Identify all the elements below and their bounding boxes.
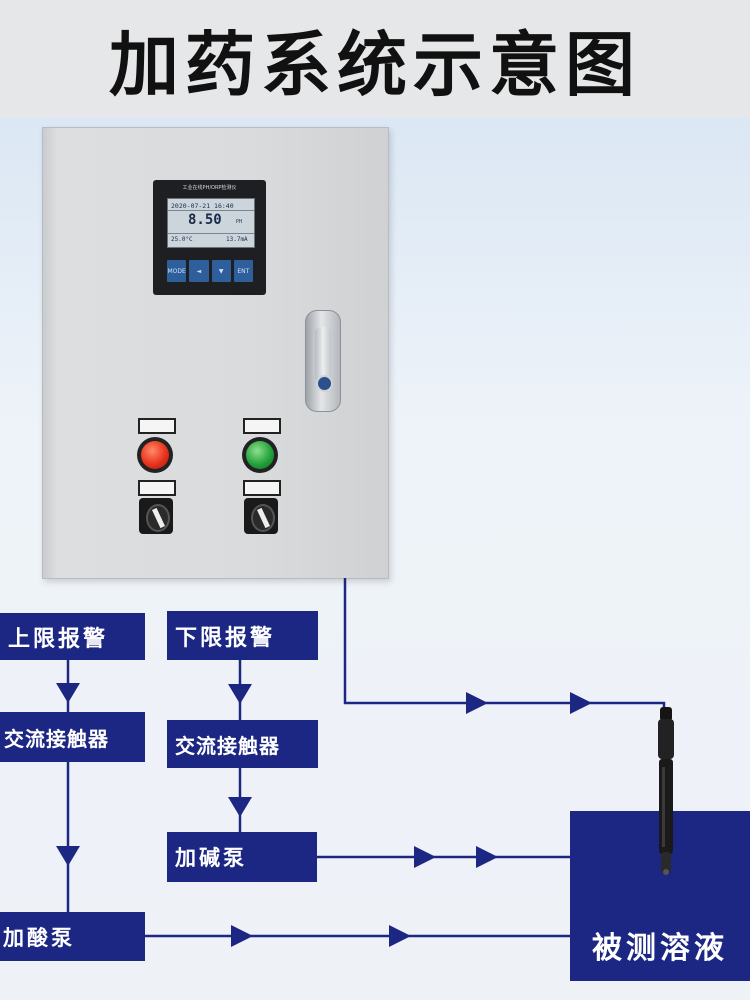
display-divider <box>168 233 254 234</box>
red-indicator-lamp <box>137 437 173 473</box>
acid-pump-box: 加酸泵 <box>0 912 145 961</box>
handle-grip <box>315 327 331 383</box>
green-indicator-lamp <box>242 437 278 473</box>
green-lamp-label-plate <box>243 418 281 434</box>
contactor-right-box: 交流接触器 <box>167 720 318 768</box>
display-temperature: 25.0°C <box>171 236 193 243</box>
arrow-right-icon <box>466 692 488 714</box>
contactor-left-label: 交流接触器 <box>4 726 109 751</box>
arrow-down-icon <box>228 684 252 704</box>
lock-icon <box>316 375 333 392</box>
upper-alarm-label: 上限报警 <box>8 626 109 652</box>
contactor-left-box: 交流接触器 <box>0 712 145 762</box>
controller-keypad: MODE ◄ ▼ ENT <box>167 260 253 282</box>
display-date: 2020-07-21 16:40 <box>171 202 234 210</box>
tank-label: 被测溶液 <box>592 931 728 966</box>
title-bar: 加药系统示意图 <box>0 0 750 118</box>
right-selector-switch[interactable] <box>244 498 278 534</box>
display-divider <box>168 210 254 211</box>
lower-alarm-box: 下限报警 <box>167 611 318 660</box>
base-pump-box: 加碱泵 <box>167 832 317 882</box>
controller-key-left[interactable]: ◄ <box>189 260 209 282</box>
lower-alarm-label: 下限报警 <box>175 625 276 651</box>
left-selector-switch[interactable] <box>139 498 173 534</box>
cabinet-to-probe-line <box>343 578 666 712</box>
ph-controller: 工业在线PH/ORP检测仪 2020-07-21 16:40 8.50 PH 2… <box>153 180 266 295</box>
arrow-right-icon <box>389 925 411 947</box>
controller-key-down[interactable]: ▼ <box>211 260 231 282</box>
acid-pump-label: 加酸泵 <box>3 925 75 950</box>
arrow-down-icon <box>56 683 80 703</box>
controller-display: 2020-07-21 16:40 8.50 PH 25.0°C 13.7mA <box>167 198 255 248</box>
controller-key-mode[interactable]: MODE <box>167 260 187 282</box>
ph-probe-icon <box>658 707 674 875</box>
right-switch-label-plate <box>243 480 281 496</box>
left-switch-label-plate <box>138 480 176 496</box>
controller-label: 工业在线PH/ORP检测仪 <box>182 185 237 191</box>
control-cabinet: 工业在线PH/ORP检测仪 2020-07-21 16:40 8.50 PH 2… <box>42 127 389 579</box>
red-lamp-label-plate <box>138 418 176 434</box>
display-current: 13.7mA <box>226 236 248 243</box>
page-title: 加药系统示意图 <box>109 23 641 106</box>
arrow-down-icon <box>56 846 80 866</box>
arrow-down-icon <box>228 797 252 817</box>
controller-key-enter[interactable]: ENT <box>233 260 253 282</box>
cabinet-door-handle[interactable] <box>305 310 341 412</box>
arrow-right-icon <box>476 846 498 868</box>
display-unit: PH <box>236 219 243 225</box>
arrow-right-icon <box>570 692 592 714</box>
base-pump-label: 加碱泵 <box>175 846 247 870</box>
upper-alarm-box: 上限报警 <box>0 613 145 660</box>
contactor-right-label: 交流接触器 <box>175 733 280 758</box>
arrow-right-icon <box>414 846 436 868</box>
arrow-right-icon <box>231 925 253 947</box>
display-value: 8.50 <box>188 212 222 228</box>
